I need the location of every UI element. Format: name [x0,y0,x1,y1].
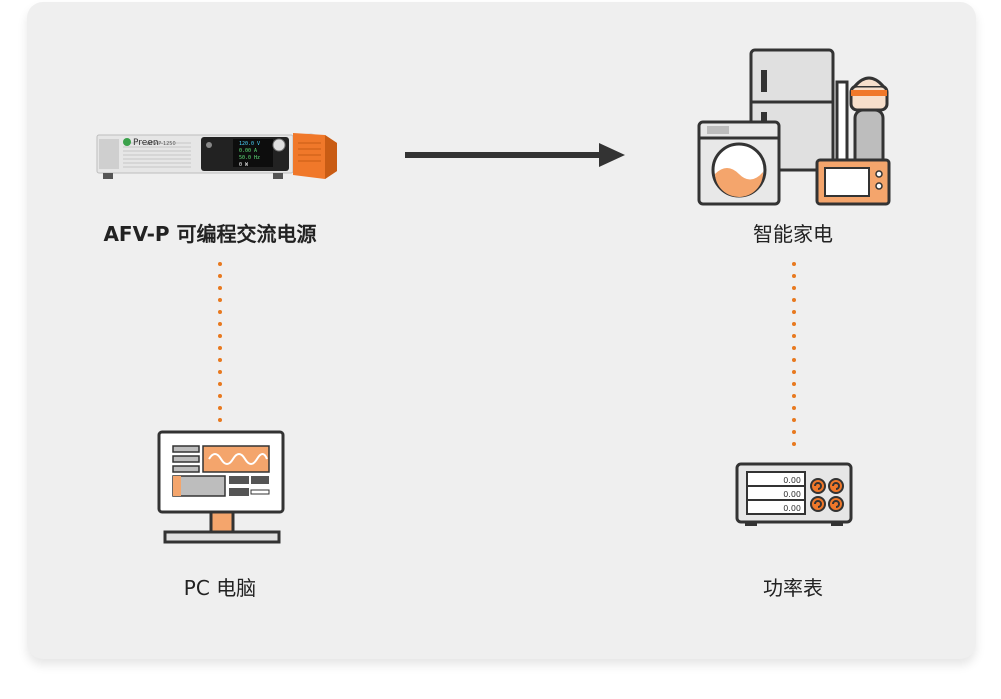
power-meter-label: 功率表 [763,576,823,600]
readout-voltage: 120.0 V [239,141,260,147]
power-meter-icon: 0.00 0.00 0.00 [735,462,855,528]
power-source-label: AFV-P 可编程交流电源 [103,222,317,246]
meter-reading-1: 0.00 [783,476,801,485]
readout-frequency: 50.0 Hz [239,155,260,161]
appliances-icon [697,46,892,208]
pc-icon [157,430,285,548]
appliances-label: 智能家电 [753,222,833,246]
power-source-icon: Preen AFV-P-1250 120.0 V 0.00 A 50.0 Hz … [96,133,337,179]
readout-power: 0 W [239,162,249,168]
meter-reading-3: 0.00 [783,504,801,513]
power-source-device: Preen AFV-P-1250 120.0 V 0.00 A 50.0 Hz … [93,125,339,183]
model-text: AFV-P-1250 [147,141,176,147]
pc-label: PC 电脑 [183,576,257,600]
brand-logo: Preen [133,138,159,148]
flow-arrow [405,143,625,167]
readout-current: 0.00 A [239,148,257,154]
meter-reading-2: 0.00 [783,490,801,499]
